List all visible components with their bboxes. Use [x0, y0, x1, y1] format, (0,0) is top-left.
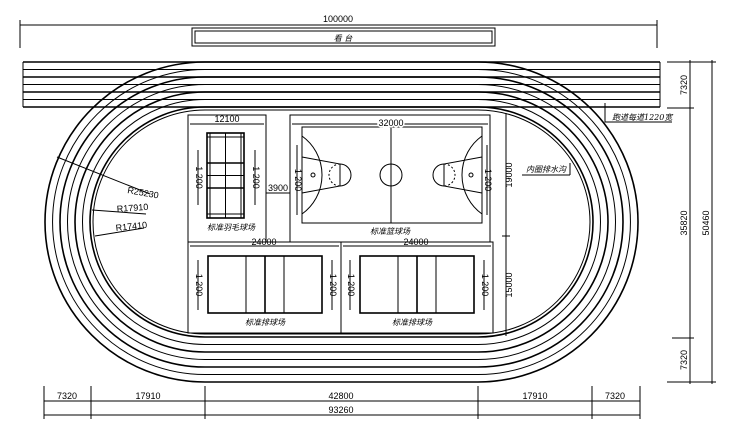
- side-mark-label: 1 200: [293, 169, 303, 192]
- badminton-label: 标准羽毛球场: [207, 223, 256, 232]
- volleyball-width-left-label: 24000: [251, 237, 276, 247]
- stand-label: 看 台: [334, 34, 354, 43]
- drain-callout: 内圈排水沟: [522, 163, 571, 176]
- volleyball-area-right: [340, 241, 494, 334]
- right-bottom-label: 7320: [679, 350, 689, 370]
- volleyball-court-left: [207, 255, 323, 314]
- basketball-court: [301, 126, 483, 224]
- volleyball-court-right: [359, 255, 475, 314]
- top-total-label: 100000: [323, 14, 353, 24]
- volleyball-right-label: 标准排球场: [392, 318, 433, 327]
- radius-label-2: R17910: [116, 202, 148, 214]
- badminton-court: [206, 132, 245, 219]
- track-lane-line: [89, 106, 594, 338]
- track-lane-line: [44, 61, 639, 383]
- side-mark-label: 1 200: [480, 274, 490, 297]
- volleyball-left-label: 标准排球场: [245, 318, 286, 327]
- badminton-width-label: 12100: [214, 114, 239, 124]
- bottom-segment-4: 17910: [522, 391, 547, 401]
- bottom-dimensions: 7320 17910 42800 17910 7320 93260: [43, 386, 641, 419]
- bottom-segment-1: 7320: [57, 391, 77, 401]
- volleyball-width-right-label: 24000: [403, 237, 428, 247]
- gap-label: 3900: [268, 183, 288, 193]
- stand: 看 台: [191, 27, 496, 47]
- bottom-total-label: 93260: [328, 405, 353, 415]
- side-mark-label: 1 200: [328, 274, 338, 297]
- radius-label-3: R17410: [115, 220, 147, 233]
- right-middle-label: 35820: [679, 210, 689, 235]
- bottom-segment-5: 7320: [605, 391, 625, 401]
- upper-height-label: 19000: [504, 162, 514, 187]
- radius-callouts: R25230 R17910 R17410: [56, 156, 160, 237]
- drain-label: 内圈排水沟: [526, 165, 567, 174]
- track-lane-line: [67, 84, 616, 360]
- lane-width-label: 跑道每道1220宽: [612, 113, 673, 122]
- side-mark-label: 1 200: [194, 274, 204, 297]
- basketball-width-label: 32000: [378, 118, 403, 128]
- side-mark-label: 1 200: [194, 166, 204, 189]
- top-total-dimension: 100000: [19, 14, 658, 48]
- track-lane-line: [74, 91, 609, 353]
- track-lane-line: [82, 99, 601, 345]
- radius-label-1: R25230: [127, 185, 160, 200]
- track-lane-line: [52, 69, 631, 375]
- bottom-segment-3: 42800: [328, 391, 353, 401]
- track-lane-line: [59, 76, 624, 368]
- bottom-segment-2: 17910: [135, 391, 160, 401]
- right-top-label: 7320: [679, 75, 689, 95]
- lower-height-label: 15000: [504, 272, 514, 297]
- right-dimensions: 7320 35820 7320 50460: [667, 60, 716, 384]
- side-mark-label: 1 200: [251, 166, 261, 189]
- side-mark-label: 1 200: [483, 169, 493, 192]
- side-mark-label: 1 200: [346, 274, 356, 297]
- running-track: [44, 61, 639, 383]
- lane-width-callout: 跑道每道1220宽: [604, 103, 673, 123]
- right-total-label: 50460: [701, 210, 711, 235]
- basketball-label: 标准篮球场: [370, 227, 411, 236]
- inner-drain: [92, 109, 591, 335]
- court-side-marks: 1 200 1 200 1 200 1 200 1 200 1 200 1 200 1 200: [194, 145, 493, 310]
